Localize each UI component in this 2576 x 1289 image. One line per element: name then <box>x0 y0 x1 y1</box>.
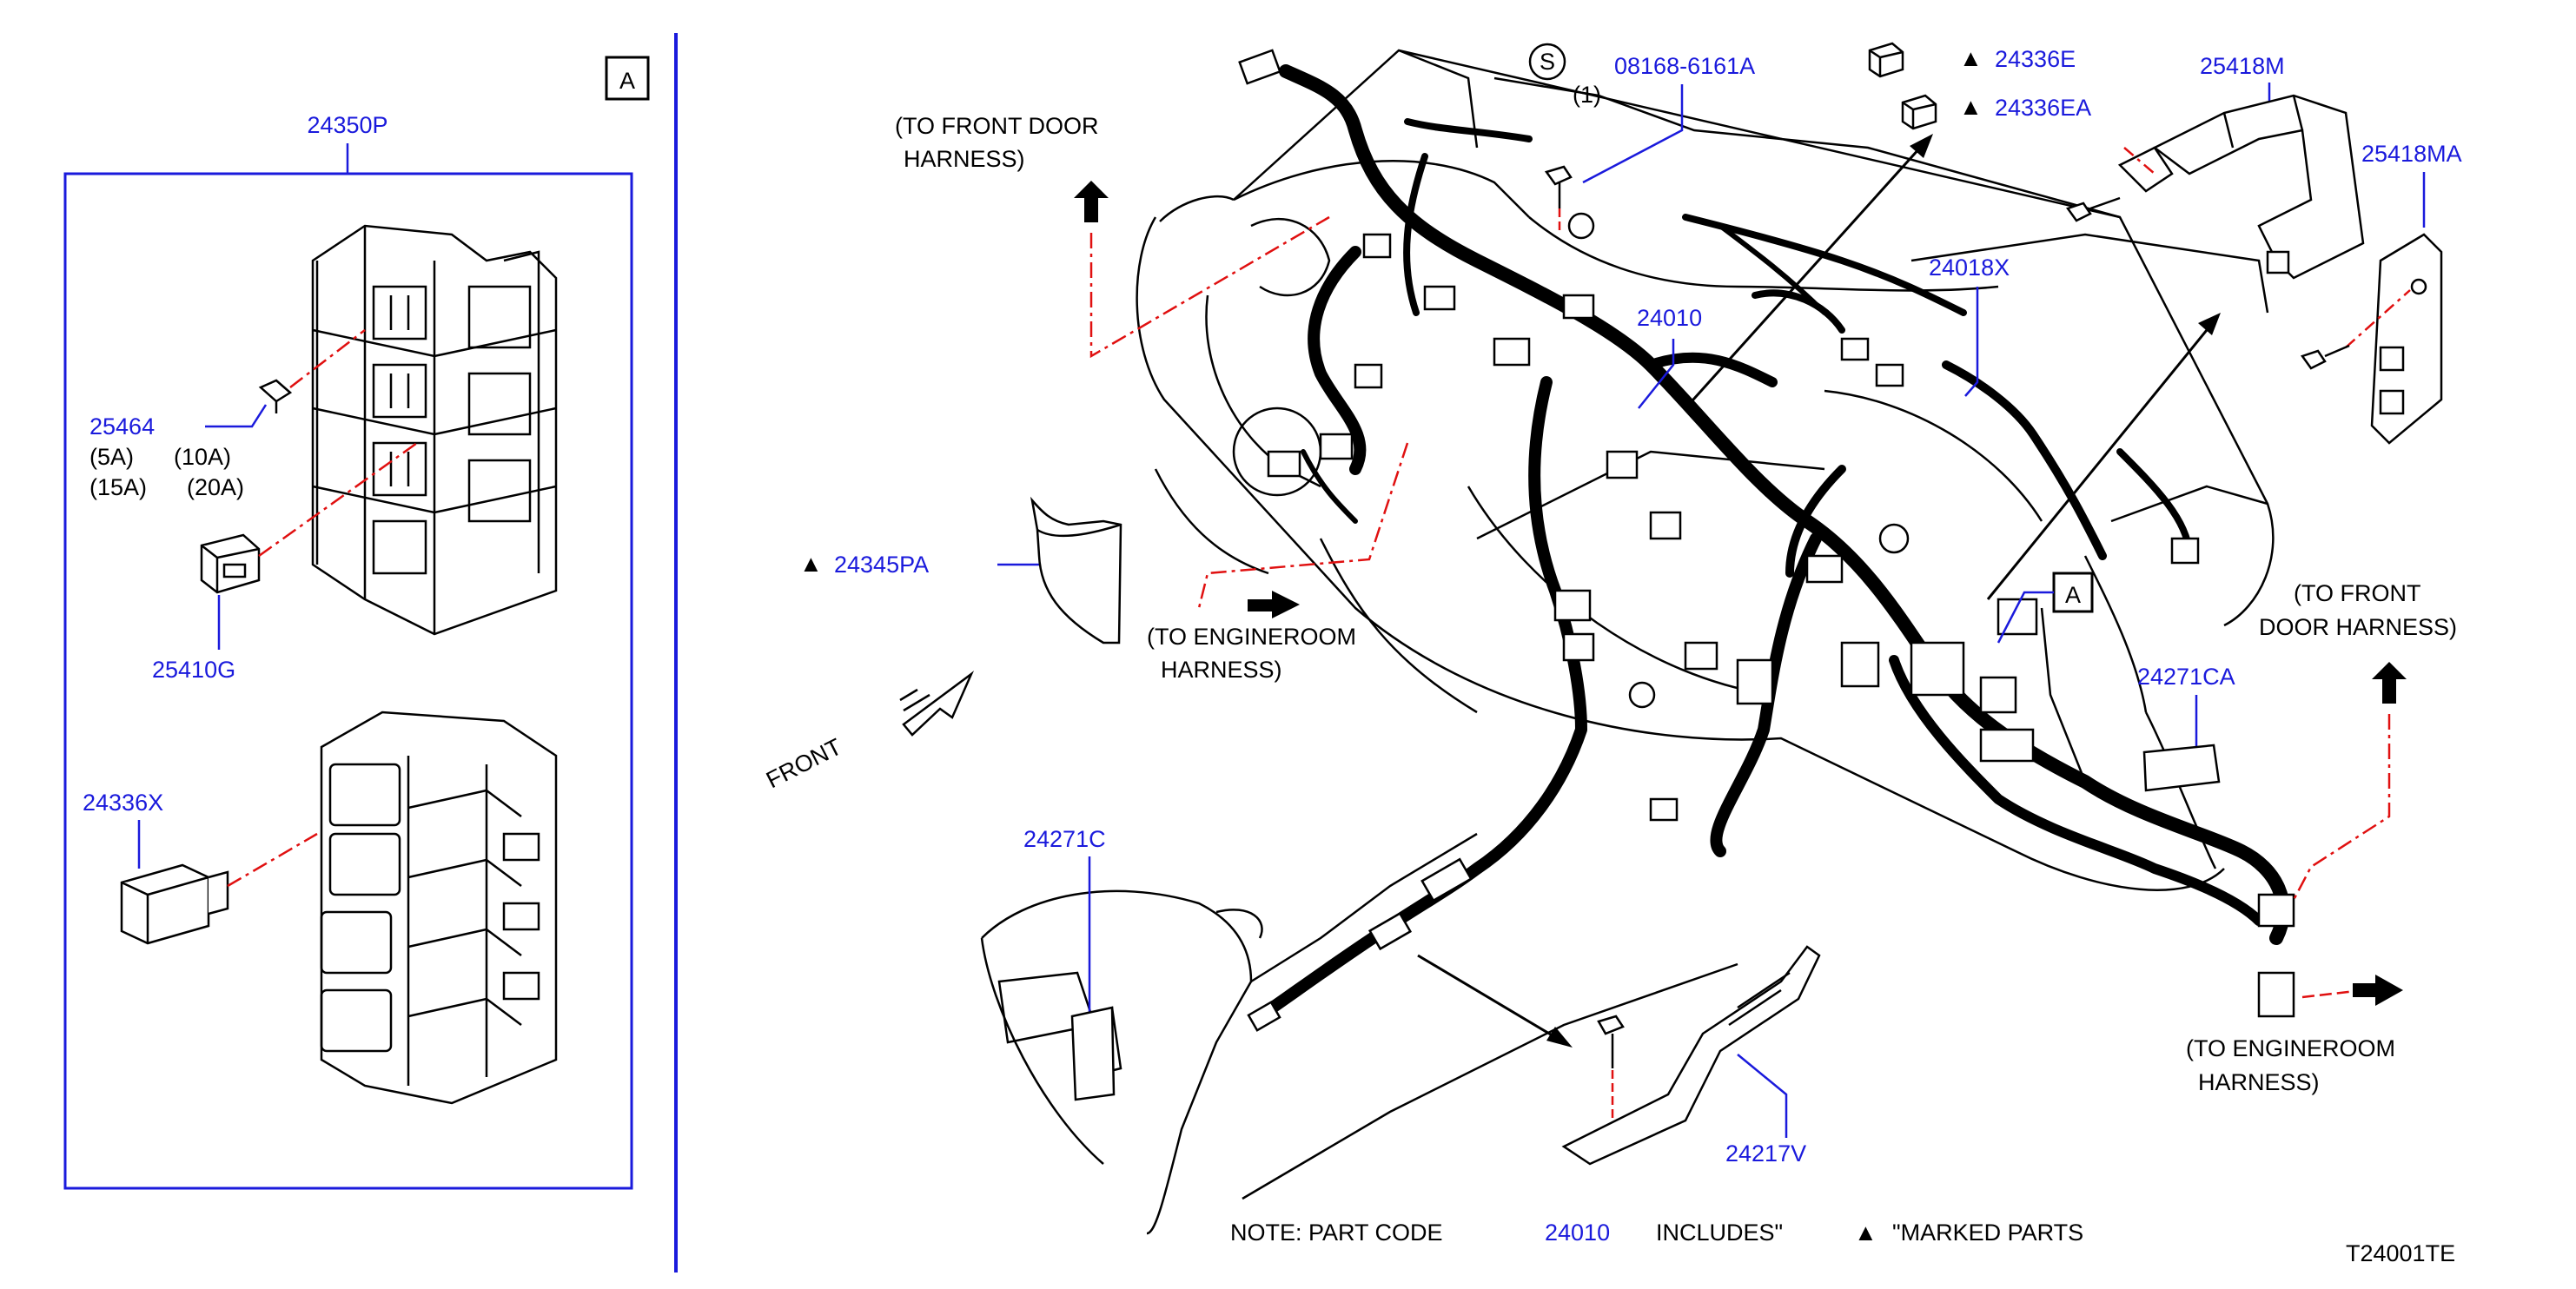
fuse-holder-icon <box>200 533 261 594</box>
part-24018X-label[interactable]: 24018X <box>1929 254 2010 281</box>
part-24018X-leader <box>1964 287 1979 397</box>
note-engineroom-mid-line1: (TO ENGINEROOM <box>1147 624 1356 650</box>
note-engineroom-right-line1: (TO ENGINEROOM <box>2186 1035 2395 1061</box>
bracket-m-icon <box>2117 94 2365 280</box>
relay-arrow <box>1684 146 1922 410</box>
main-panel: S 08168-6161A (1) ▲ 24336E ▲ 24336EA 254… <box>762 42 2462 1266</box>
fuse-size-20a: (20A) <box>187 474 244 500</box>
part-24336E-label[interactable]: 24336E <box>1995 46 2076 72</box>
note-front-door-right-line1: (TO FRONT <box>2294 580 2420 606</box>
front-door-left-phantom <box>1089 215 1330 359</box>
note-engineroom-right-line2: HARNESS) <box>2198 1069 2320 1095</box>
bracket-arrow <box>1986 329 2208 600</box>
fuse-size-10a: (10A) <box>174 444 231 470</box>
part-25410G-label[interactable]: 25410G <box>152 657 235 683</box>
fuse-size-5a: (5A) <box>89 444 134 470</box>
part-24271CA-label[interactable]: 24271CA <box>2137 664 2235 690</box>
right-arrow-mid-icon <box>1248 591 1300 618</box>
relay-ea-marker: ▲ <box>1959 94 1983 120</box>
console-outline <box>980 832 1738 1235</box>
footer-note-marker: ▲ <box>1854 1220 1877 1246</box>
part-25464-label[interactable]: 25464 <box>89 413 155 440</box>
fuse-size-15a: (15A) <box>89 474 147 500</box>
part-25418M-label[interactable]: 25418M <box>2200 53 2285 79</box>
front-label: FRONT <box>762 733 845 793</box>
part-24010-label[interactable]: 24010 <box>1637 305 1702 331</box>
harness-connectors <box>1238 49 2295 1032</box>
detail-panel-a: A 24350P <box>63 33 678 1272</box>
bracket-ma-phantom-line <box>2345 289 2411 348</box>
footer-note-prefix: NOTE: PART CODE <box>1230 1220 1443 1246</box>
screw-icon <box>1544 165 1573 208</box>
tape-ca-icon <box>2142 744 2221 792</box>
bracket-v-icon <box>1561 945 1821 1166</box>
dashboard-outline <box>1136 49 2275 891</box>
bracket-v-bolt-icon <box>1597 1015 1625 1068</box>
part-24345PA-label[interactable]: 24345PA <box>834 552 929 578</box>
fuse-icon <box>258 379 293 413</box>
note-front-door-left-line1: (TO FRONT DOOR <box>895 113 1099 139</box>
part-24217V-leader <box>1737 1054 1788 1138</box>
bracket-ma-icon <box>2370 233 2443 445</box>
part-24336X-label[interactable]: 24336X <box>83 790 163 816</box>
relay-ea-icon <box>1901 94 1937 130</box>
part-24010-leader <box>1638 339 1675 409</box>
part-24350P-label[interactable]: 24350P <box>307 112 387 138</box>
part-08168-6161A-leader <box>1582 84 1684 184</box>
relay-e-icon <box>1868 42 1904 78</box>
note-engineroom-mid-line2: HARNESS) <box>1161 657 1282 683</box>
detail-tag-main-label: A <box>2065 582 2081 608</box>
screw-symbol-circle <box>1528 43 1566 81</box>
front-door-right-phantom <box>2292 714 2391 901</box>
relay-block-lower-icon <box>320 711 558 1105</box>
detail-tag-label: A <box>619 68 635 94</box>
bracket-m-phantom-line <box>2123 147 2155 175</box>
main-harness-bundle <box>1254 64 2290 1022</box>
part-24336EA-label[interactable]: 24336EA <box>1995 95 2091 121</box>
relay-e-marker: ▲ <box>1959 45 1983 71</box>
bracket-arrow-head <box>2198 313 2221 335</box>
bracket-v-arrow <box>1417 954 1556 1039</box>
front-arrow-icon <box>899 671 975 737</box>
protector-pa-marker: ▲ <box>799 551 823 577</box>
relay-icon <box>120 863 229 945</box>
right-arrow-right-icon <box>2353 975 2403 1006</box>
protector-pa-icon <box>1030 496 1122 644</box>
footer-note-code[interactable]: 24010 <box>1545 1220 1610 1246</box>
fuse-holder-phantom-line <box>258 441 418 558</box>
screw-symbol-label: S <box>1540 49 1555 75</box>
bracket-ma-bolt-icon <box>2300 344 2350 370</box>
footer-note-suffix: "MARKED PARTS <box>1892 1220 2083 1246</box>
part-24217V-label[interactable]: 24217V <box>1725 1140 1806 1167</box>
part-25464-leader <box>205 404 268 428</box>
detail-tag-box <box>605 56 650 101</box>
part-24271C-label[interactable]: 24271C <box>1023 826 1106 852</box>
up-arrow-left-icon <box>1074 181 1109 222</box>
fuse-box-frame <box>63 172 633 1190</box>
part-08168-6161A-label[interactable]: 08168-6161A <box>1614 53 1755 79</box>
engineroom-right-phantom <box>2301 988 2364 999</box>
relay-phantom-line <box>227 832 318 888</box>
up-arrow-right-icon <box>2372 662 2407 704</box>
fuse-block-upper-icon <box>311 224 558 636</box>
tape-c-icon <box>1070 1006 1116 1101</box>
relay-arrow-head <box>1910 134 1933 158</box>
detail-tag-main-leader <box>1997 591 2054 644</box>
note-front-door-right-line2: DOOR HARNESS) <box>2259 614 2457 640</box>
note-front-door-left-line2: HARNESS) <box>904 146 1025 172</box>
part-25418MA-label[interactable]: 25418MA <box>2361 141 2462 167</box>
diagram-id: T24001TE <box>2346 1240 2455 1266</box>
screw-qty-label: (1) <box>1573 82 1601 108</box>
bracket-m-bolt-icon <box>2065 196 2121 222</box>
footer-note-mid: INCLUDES" <box>1656 1220 1783 1246</box>
bracket-v-arrow-head <box>1546 1027 1573 1048</box>
engineroom-mid-phantom <box>1197 442 1409 609</box>
